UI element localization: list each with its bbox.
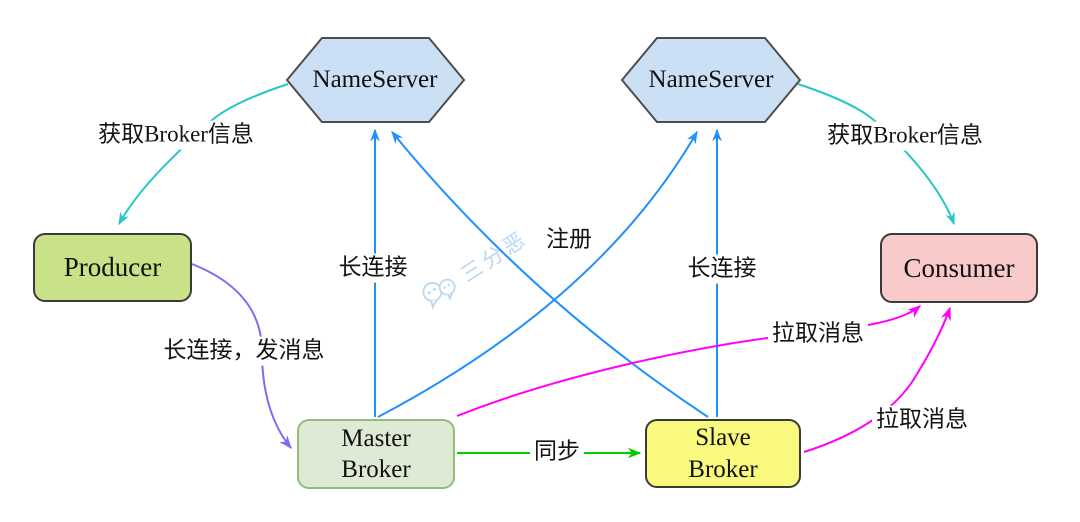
master-broker-node: Master Broker: [297, 419, 455, 489]
wechat-chat-bubbles-icon: [422, 278, 456, 310]
producer-node: Producer: [33, 233, 192, 302]
nameserver2-node-label: NameServer: [648, 66, 774, 93]
watermark: 三分恶: [416, 223, 534, 314]
edge-label-get-broker-info-right: 获取Broker信息: [823, 121, 987, 151]
edge-slave-to-ns1-register: [391, 131, 709, 418]
edge-label-long-connection-send: 长连接，发消息: [159, 336, 329, 366]
slave-broker-node: Slave Broker: [645, 419, 801, 488]
edge-label-get-broker-info-left: 获取Broker信息: [94, 120, 258, 150]
edge-label-pull-message-lower: 拉取消息: [872, 405, 972, 435]
nameserver2-hexagon: [620, 37, 802, 123]
edge-label-register: 注册: [542, 225, 596, 255]
edge-master-to-ns2-register: [377, 130, 698, 418]
master-broker-label-line1: Master: [341, 424, 411, 452]
producer-node-label: Producer: [63, 252, 162, 282]
consumer-node: Consumer: [880, 233, 1038, 303]
nameserver1-node-label: NameServer: [312, 66, 438, 93]
edge-label-sync: 同步: [530, 437, 584, 467]
nameserver1-hexagon: [285, 37, 466, 123]
edge-slave-to-consumer-pull: [803, 306, 951, 453]
edge-master-to-consumer-pull: [456, 305, 922, 417]
consumer-node-label: Consumer: [903, 252, 1015, 283]
edge-label-pull-message-upper: 拉取消息: [768, 319, 868, 349]
master-broker-label-line2: Broker: [341, 456, 411, 483]
edge-ns2-to-consumer: [797, 83, 955, 226]
edge-label-long-connection-right: 长连接: [683, 254, 761, 284]
slave-broker-label-line1: Slave: [695, 424, 751, 452]
edge-label-long-connection-left: 长连接: [334, 253, 412, 283]
edge-ns1-to-producer: [118, 83, 289, 226]
slave-broker-label-line2: Broker: [688, 455, 758, 483]
